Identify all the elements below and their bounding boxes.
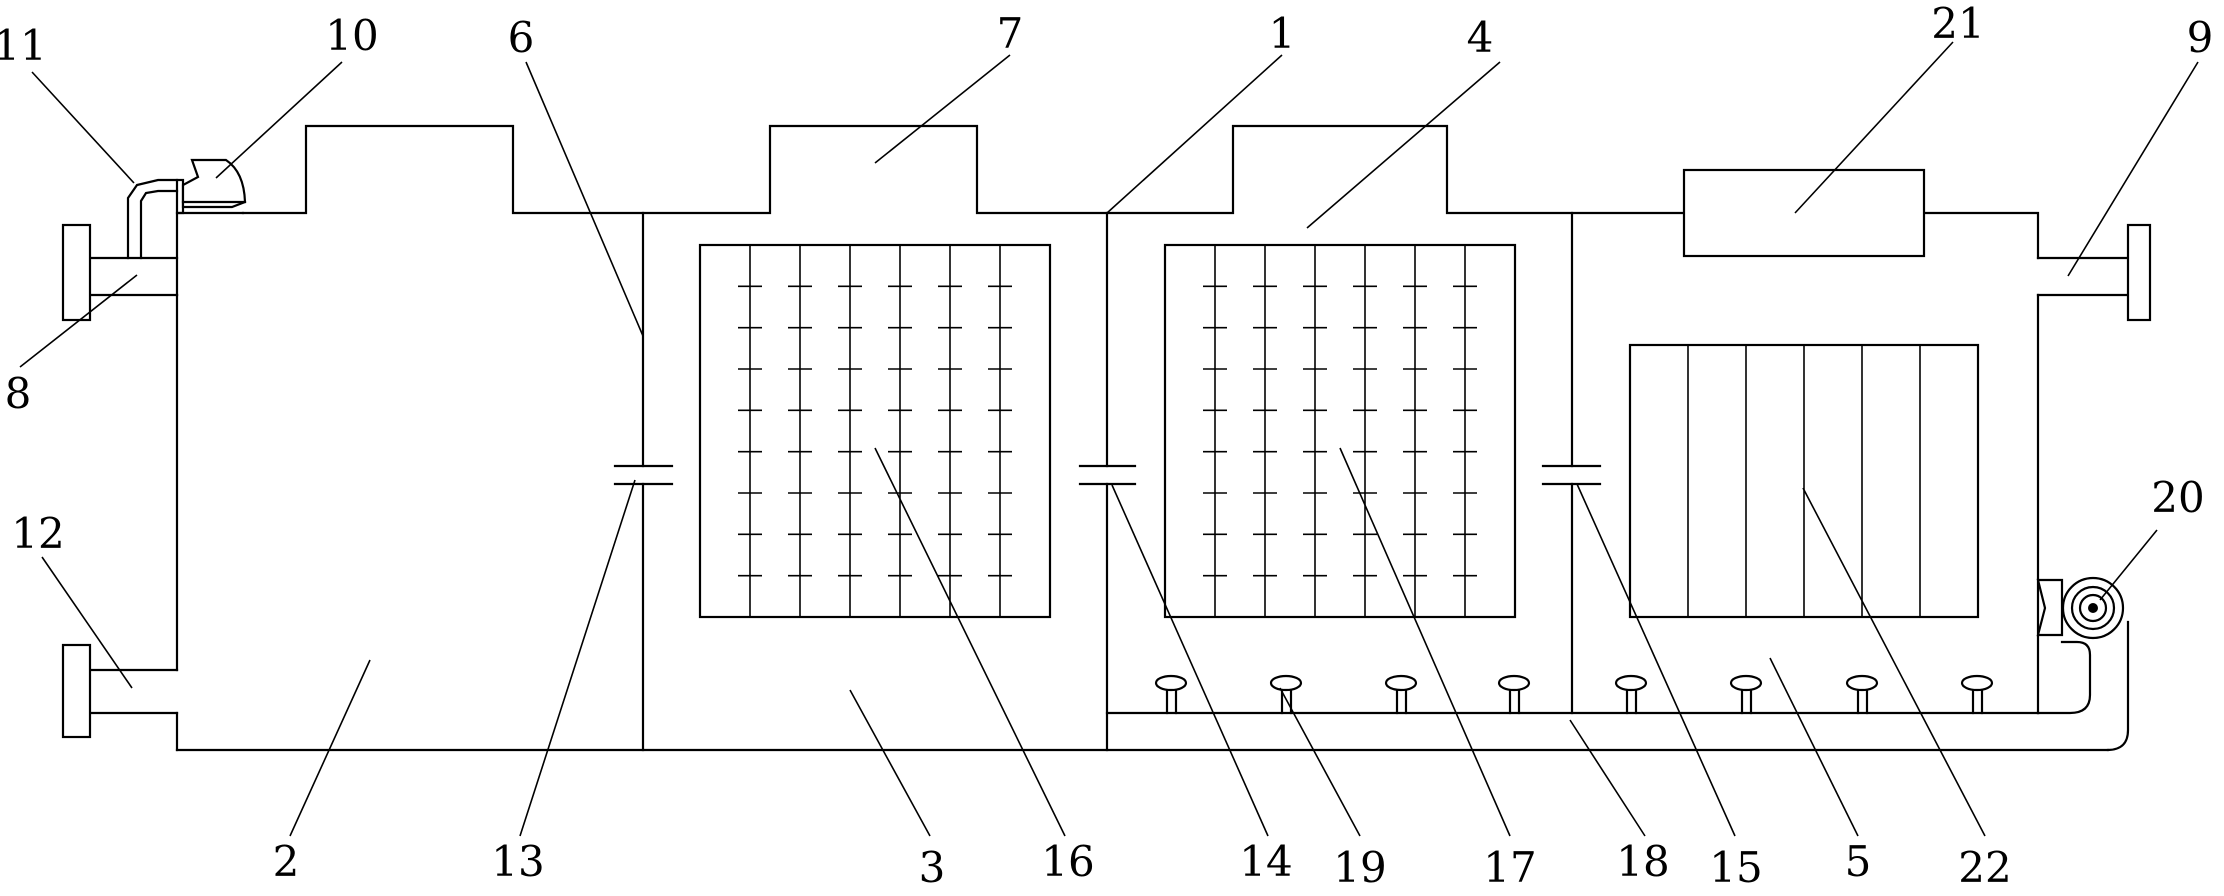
label-9: 9 [2187,13,2214,62]
label-1: 1 [1269,9,1296,58]
label-5: 5 [1845,837,1872,886]
leader-lines [19,41,2199,837]
label-19: 19 [1333,843,1386,892]
filter-box-21 [1682,168,1926,258]
media-grid-16 [698,243,1052,619]
aerator-head [1960,674,1994,692]
outlet-pipe-lower [61,643,179,739]
label-21: 21 [1931,0,1984,48]
label-11: 11 [0,21,47,70]
partition-6 [613,211,674,752]
aerator-head [1384,674,1418,692]
media-grid-17 [1163,243,1517,619]
inlet-flange [61,223,92,322]
label-22: 22 [1958,843,2011,892]
valve-body-10 [181,158,247,209]
label-17: 17 [1483,843,1536,892]
outlet-flange-lower [61,643,92,739]
label-7: 7 [997,9,1024,58]
vent-assembly [126,158,247,260]
vent-pipe-inner [139,189,179,260]
tank-roof [175,211,245,297]
label-18: 18 [1616,837,1669,886]
blower-20 [2036,576,2125,640]
tank-roof-main [241,124,1686,215]
label-15: 15 [1709,843,1762,892]
label-16: 16 [1041,837,1094,886]
partition-1 [1078,211,1137,752]
label-10: 10 [325,11,378,60]
label-14: 14 [1239,837,1292,886]
outlet-pipe-right [2036,223,2152,322]
aerators-19 [1154,674,1994,715]
tank-outline [175,124,2110,752]
label-13: 13 [491,837,544,886]
aerator-head [1614,674,1648,692]
label-4: 4 [1467,13,1494,62]
label-2: 2 [273,837,300,886]
inlet-pipe [61,223,179,322]
label-12: 12 [11,509,64,558]
outlet-flange-right [2126,223,2152,322]
partition-third [1541,211,1602,715]
aerator-head [1497,674,1531,692]
aerator-head [1729,674,1763,692]
membrane-module-22 [1628,343,1980,619]
label-3: 3 [919,843,946,892]
aerator-head [1845,674,1879,692]
label-20: 20 [2151,473,2204,522]
label-8: 8 [5,369,32,418]
vent-pipe-outer [126,178,179,260]
aerator-head [1269,674,1303,692]
aerator-head [1154,674,1188,692]
label-6: 6 [508,13,535,62]
tank-roof-right [1922,211,2040,260]
aeration-pipe-18 [1105,620,2130,752]
